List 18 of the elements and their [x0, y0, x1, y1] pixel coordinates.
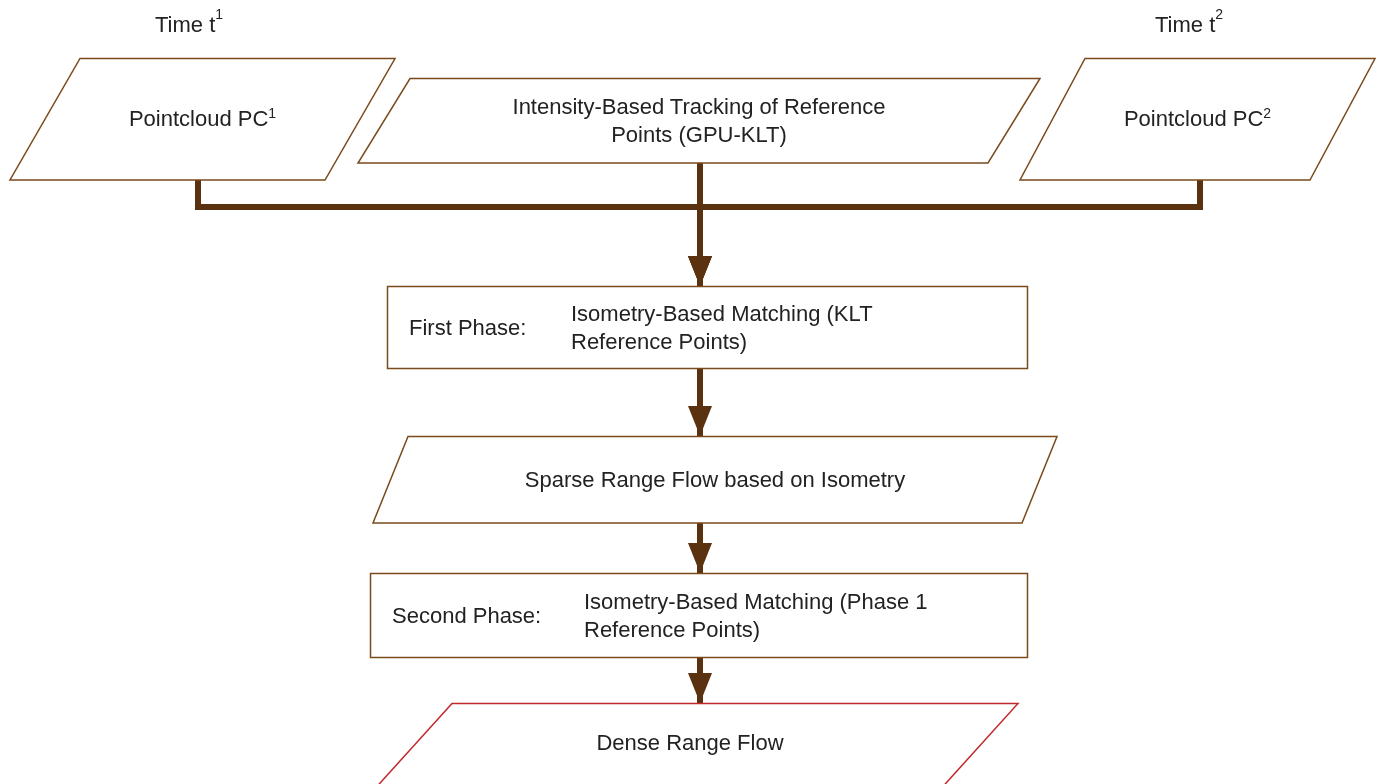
arrow — [688, 523, 712, 573]
data-parallelogram — [373, 436, 1057, 523]
phase-label: First Phase: — [409, 313, 528, 342]
step-text: Sparse Range Flow based on Isometry — [524, 465, 906, 494]
process-box — [387, 286, 1028, 369]
step-text: Isometry-Based Matching (Phase 1 Reference Points) — [584, 587, 929, 644]
step-text: Dense Range Flow — [596, 729, 784, 757]
arrow — [688, 658, 712, 703]
step-text: Isometry-Based Matching (KLT Reference Points) — [571, 299, 874, 356]
step-text: Pointcloud PC$^{2}$ — [1123, 105, 1272, 133]
process-box — [370, 573, 1028, 658]
arrow — [688, 369, 712, 436]
step-text: Intensity-Based Tracking of Reference Points (GPU-KLT) — [511, 92, 887, 149]
phase-label: Second Phase: — [392, 601, 543, 630]
data-parallelogram — [10, 58, 395, 180]
step-text: Pointcloud PC$^{1}$ — [128, 105, 277, 133]
data-parallelogram — [358, 78, 1040, 163]
data-parallelogram — [1020, 58, 1375, 180]
